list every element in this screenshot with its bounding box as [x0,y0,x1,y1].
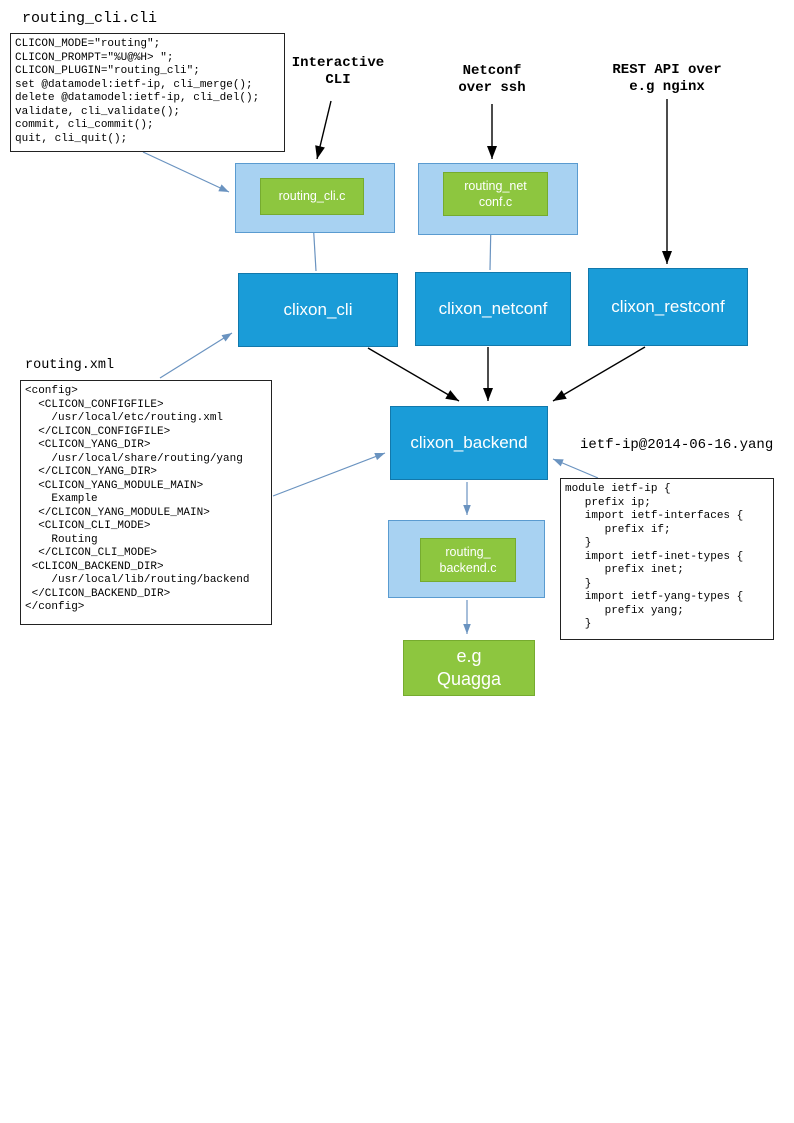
ietf-yang-label: ietf-ip@2014-06-16.yang [580,437,774,453]
arrow-restconf-to-backend [552,346,646,402]
arrow-xml-to-backend-head [374,453,385,461]
arrow-yang-to-backend [552,458,599,479]
arrow-netconf-to-routing-netconf-c-head [487,146,497,159]
arrow-netconf-to-backend-head [483,388,493,401]
routing-cli-c-box: routing_cli.c [260,178,364,215]
clixon-netconf-box: clixon_netconf [415,272,571,346]
routing-netconf-c-box: routing_net conf.c [443,172,548,216]
ietf-yang-code-box: module ietf-ip { prefix ip; import ietf-… [560,478,774,640]
quagga-box: e.g Quagga [403,640,535,696]
routing-cli-code-box: CLICON_MODE="routing"; CLICON_PROMPT="%U… [10,33,285,152]
arrow-xml-to-clixon-cli-head [221,333,232,342]
arrow-backend-to-backend-plugin-head [463,505,471,515]
routing-backend-c-box: routing_ backend.c [420,538,516,582]
arrow-interactive-cli-to-routing-cli-c-head [315,145,325,159]
routing-xml-code-box: <config> <CLICON_CONFIGFILE> /usr/local/… [20,380,272,625]
clixon-backend-box: clixon_backend [390,406,548,480]
arrow-cli-file-to-cli-plugin-head [218,184,229,192]
interactive-cli-label: Interactive CLI [291,55,385,88]
arrow-cli-to-backend [367,347,460,402]
arrow-cli-file-to-cli-plugin [142,151,230,193]
arrow-yang-to-backend-head [553,459,564,467]
arrow-rest-api-to-restconf-head [662,251,672,264]
rest-api-label: REST API over e.g nginx [612,62,722,95]
arrow-xml-to-backend [272,452,386,497]
arrow-cli-to-backend-head [445,390,459,401]
routing-xml-label: routing.xml [25,358,115,373]
clixon-cli-box: clixon_cli [238,273,398,347]
arrow-interactive-cli-to-routing-cli-c [316,100,332,160]
routing-cli-file-label: routing_cli.cli [22,10,158,27]
netconf-over-ssh-label: Netconf over ssh [458,63,526,96]
clixon-restconf-box: clixon_restconf [588,268,748,346]
arrow-restconf-to-backend-head [553,390,567,401]
arrow-xml-to-clixon-cli [159,332,233,379]
arrow-backend-plugin-to-quagga-head [463,624,471,634]
